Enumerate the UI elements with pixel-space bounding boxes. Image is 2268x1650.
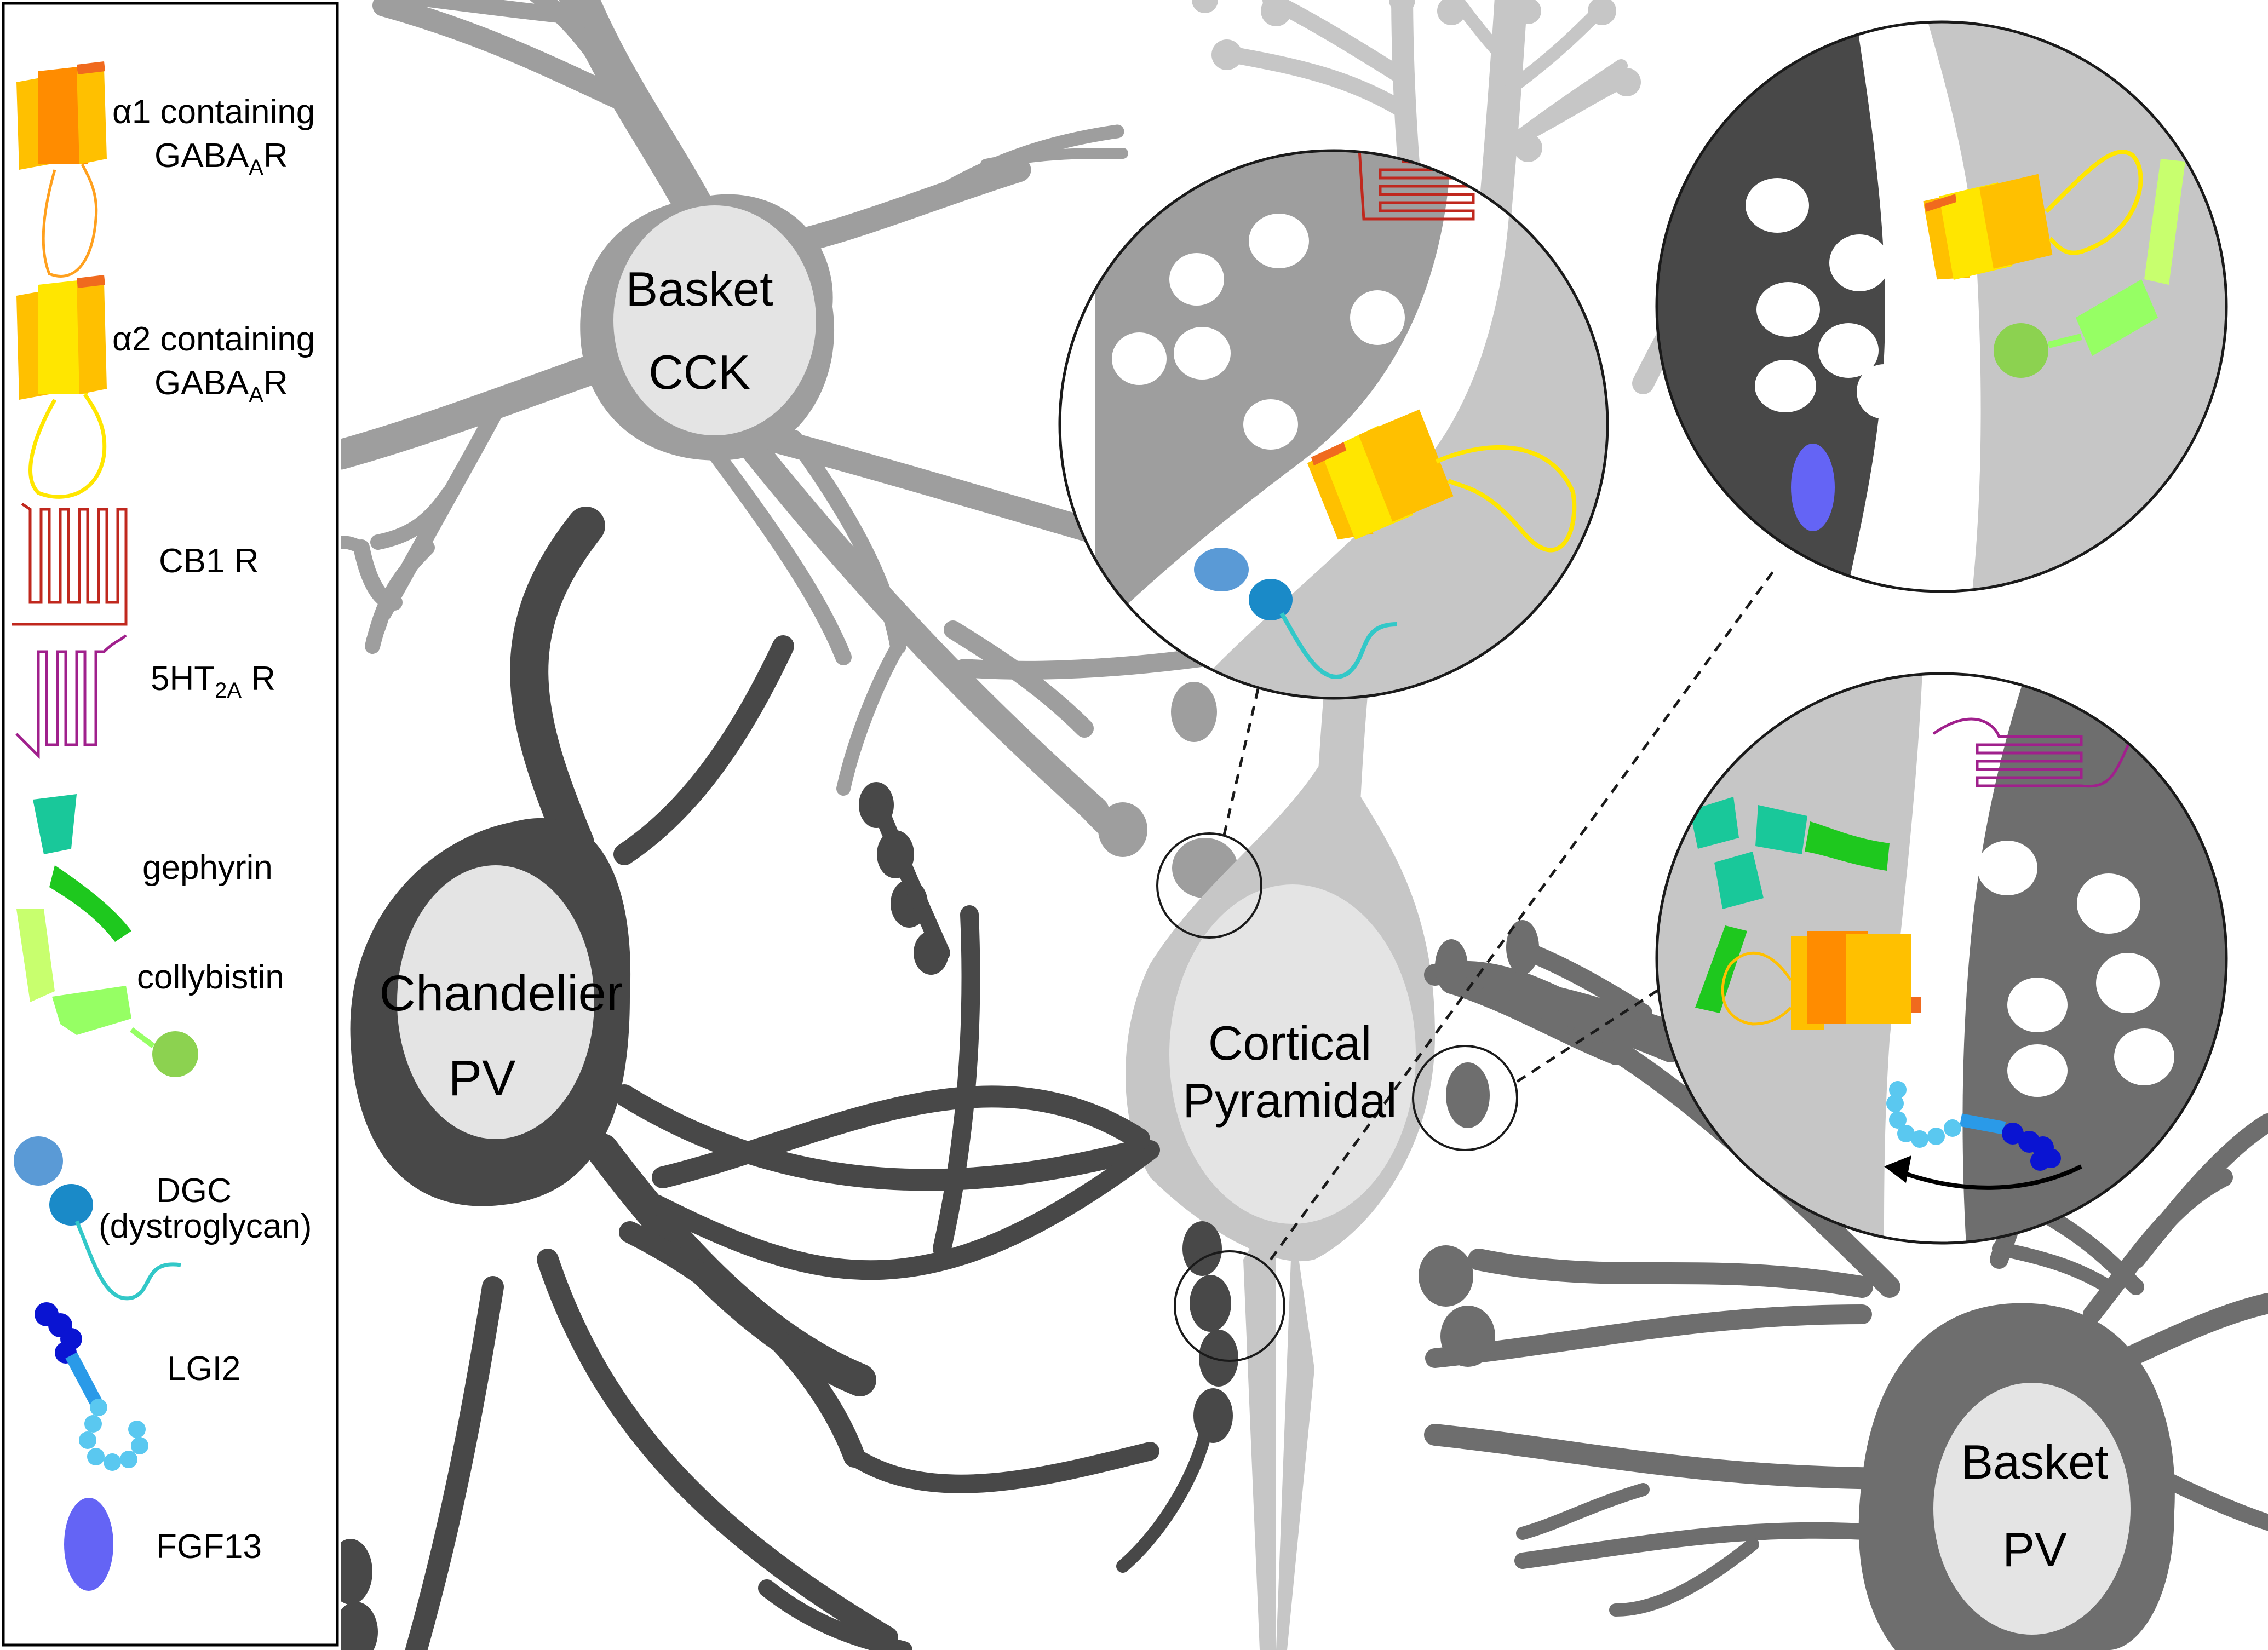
svg-text:Cortical: Cortical [1208,1016,1371,1070]
svg-text:CCK: CCK [648,345,750,399]
synapse-marker-chandelier [1174,1250,1285,1362]
neuron-layer: Basket CCK Chandelier PV Cortical Pyrami… [341,0,2268,1650]
dgc-icon [1194,548,1397,679]
cortical-pyramidal-neuron [1126,745,1435,1650]
connector-chandelier [1269,568,1776,1261]
synapse-marker-basket-pv [1412,1045,1518,1151]
legend-label-dgc: DGC (dystroglycan) [99,1172,312,1245]
label-cortical-pyramidal: Cortical Pyramidal [1182,1016,1397,1128]
connector-basket-pv [1516,984,1666,1083]
gaba-a1-receptor-icon [1721,931,1921,1030]
basket-pv-neuron [1419,867,2268,1650]
gaba-a2-receptor-icon [1307,409,1577,553]
svg-text:α1 containing: α1 containing [112,93,315,131]
svg-text:Basket: Basket [625,262,773,316]
svg-text:PV: PV [2002,1522,2067,1577]
connector-cck [1222,681,1261,836]
gephyrin-icon [1690,797,1890,1013]
label-chandelier-pv: Chandelier PV [380,965,623,1106]
legend-collybistin-icon [16,909,198,1077]
svg-text:DGC: DGC [156,1172,232,1210]
svg-text:Chandelier: Chandelier [380,965,623,1021]
legend-gaba-a1-icon [16,61,107,278]
legend-label-fgf13: FGF13 [156,1528,262,1566]
svg-text:(dystroglycan): (dystroglycan) [99,1208,312,1245]
legend-cb1r-icon [12,502,128,626]
zoom-basket-pv-synapse [1655,672,2228,1245]
legend-5ht2ar-icon [15,634,127,760]
collybistin-icon [1994,159,2185,378]
svg-text:GABAAR: GABAAR [154,364,288,407]
legend-fgf13-icon [64,1498,113,1591]
synapse-marker-cck [1156,832,1262,939]
legend-gaba-a2-icon [16,275,107,499]
legend: α1 containing GABAAR α2 containing GABAA… [2,2,339,1647]
legend-label-lgi2: LGI2 [167,1350,240,1388]
5ht2ar-icon [1932,717,2132,788]
svg-text:α2 containing: α2 containing [112,320,315,358]
zoom-chandelier-synapse [1655,20,2228,593]
label-basket-pv: Basket PV [1961,1435,2108,1577]
svg-text:PV: PV [449,1050,516,1106]
legend-label-gaba-a1: α1 containing GABAAR [112,93,315,180]
legend-label-gephyrin: gephyrin [142,849,273,887]
legend-gephyrin-icon [33,794,131,942]
svg-text:Basket: Basket [1961,1435,2108,1489]
legend-dgc-icon [14,1136,181,1301]
lgi2-icon [1886,1081,2061,1171]
gaba-a2-receptor-icon [1923,150,2143,280]
legend-label-5ht2ar: 5HT2A R [151,660,275,703]
svg-text:GABAAR: GABAAR [154,137,288,180]
label-basket-cck: Basket CCK [625,262,773,399]
legend-label-collybistin: collybistin [137,958,284,996]
chandelier-pv-neuron [341,507,1238,1650]
arrow-icon [1899,1164,2082,1190]
legend-label-gaba-a2: α2 containing GABAAR [112,320,315,407]
zoom-cck-synapse [1058,149,1609,700]
legend-lgi2-icon [35,1302,148,1471]
legend-label-cb1r: CB1 R [159,542,259,580]
basket-cck-neuron [341,0,1261,898]
fgf13-icon [1791,444,1835,531]
svg-text:Pyramidal: Pyramidal [1182,1073,1397,1128]
